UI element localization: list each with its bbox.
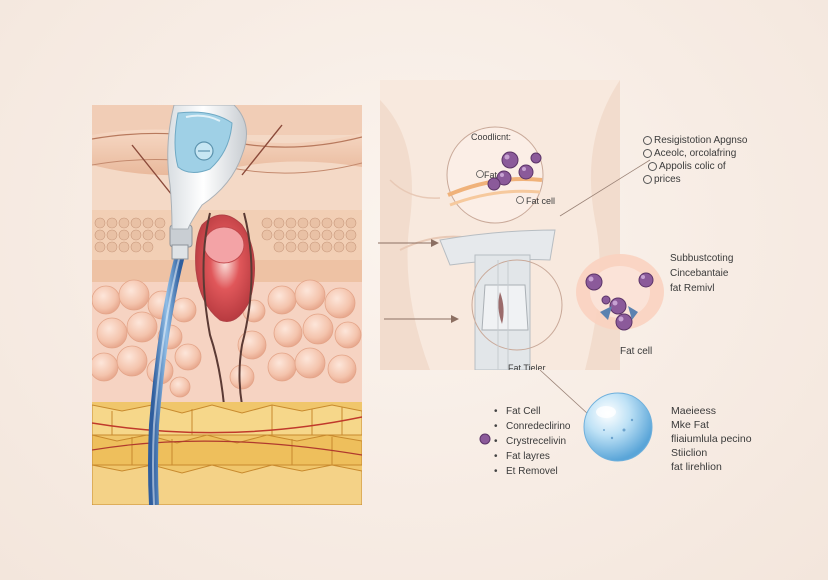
list-item: fat lirehlion <box>671 461 722 473</box>
fat-cell-caption: Fat cell <box>620 346 653 357</box>
list-item: fat Remivl <box>670 283 715 294</box>
bottom-right-list: Maeieess Mke Fat fliaiumlula pecino Stii… <box>671 404 752 474</box>
list-item: Aceolc, orcolafring <box>643 147 747 160</box>
liposuction-device-icon <box>167 105 247 260</box>
inset-bottom-label: Fat Tieler <box>508 363 546 370</box>
list-item: Crystrecelivin <box>494 434 570 449</box>
list-item: fliaiumlula pecino <box>671 433 752 445</box>
list-item: Maeieess <box>671 405 716 417</box>
inset-heading: Coodlicnt: <box>471 132 512 142</box>
skin-cross-section <box>92 105 362 505</box>
skin-layers-illustration <box>92 105 362 505</box>
inset-fat-label: Fat <box>484 170 498 180</box>
bottom-left-list: Fat Cell Conredeclirino Crystrecelivin F… <box>494 404 570 479</box>
list-item: Mke Fat <box>671 419 709 431</box>
body-inset-panel: Coodlicnt: Fat Fat cell Fat Tieler <box>380 80 620 370</box>
list-item: Appolis colic of <box>643 160 747 173</box>
list-item: Cincebantaie <box>670 268 729 279</box>
list-item: Subbustcoting <box>670 253 734 264</box>
purple-dot-icon <box>479 433 491 445</box>
middle-right-list: Subbustcoting Cincebantaie fat Remivl <box>670 251 733 296</box>
fat-cell-cluster-right <box>576 254 664 331</box>
list-item: Resigistotion Apgnso <box>643 134 747 147</box>
list-item: Conredeclirino <box>494 419 570 434</box>
list-item: Stiiclion <box>671 447 708 459</box>
list-item: Fat layres <box>494 449 570 464</box>
list-item: prices <box>643 173 747 186</box>
top-right-list: Resigistotion Apgnso Aceolc, orcolafring… <box>643 134 747 186</box>
list-item: Fat Cell <box>494 404 570 419</box>
body-silhouette-illustration <box>380 80 620 370</box>
list-item: Et Removel <box>494 464 570 479</box>
inset-fat-cell-label: Fat cell <box>526 196 556 206</box>
bubble-icon <box>583 392 653 462</box>
